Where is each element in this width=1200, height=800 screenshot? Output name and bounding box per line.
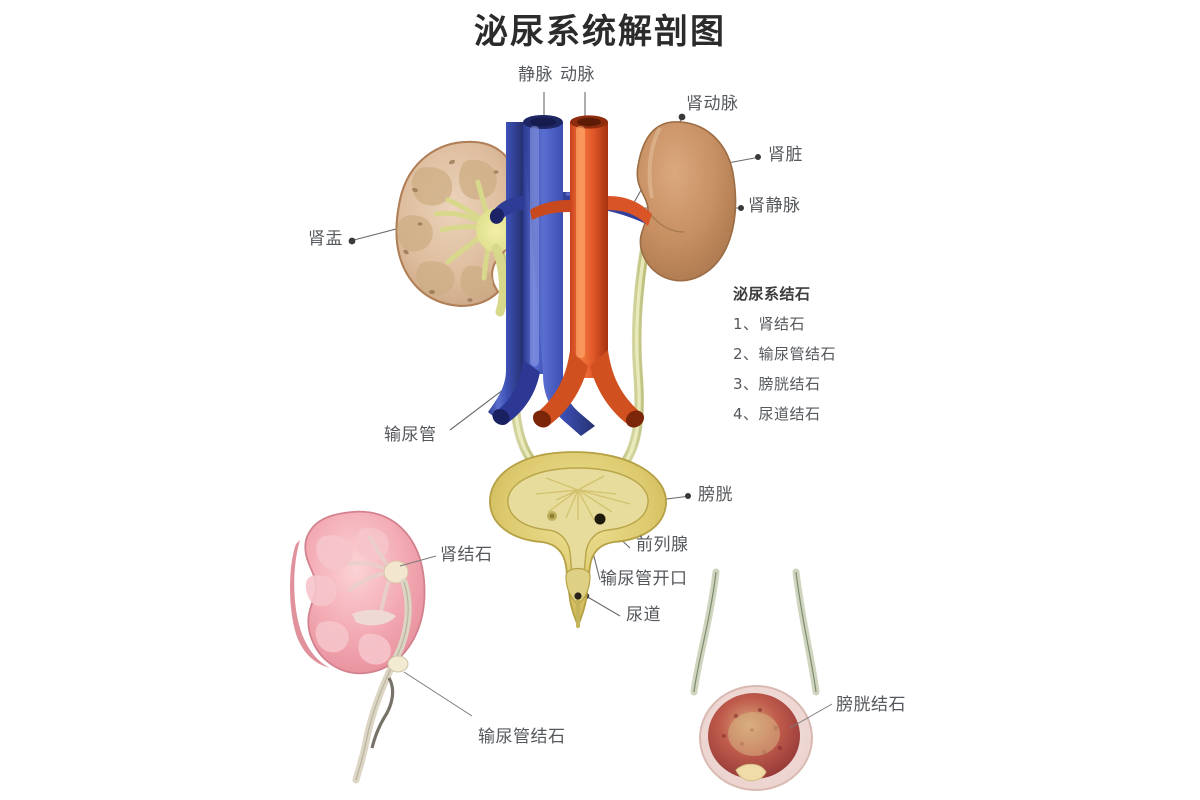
bladder-main bbox=[489, 451, 667, 629]
label-prostate: 前列腺 bbox=[636, 535, 689, 555]
label-kidney-stone: 肾结石 bbox=[440, 545, 493, 565]
stone-list-item: 1、肾结石 bbox=[733, 315, 806, 333]
label-renal-vein: 肾静脉 bbox=[748, 196, 801, 216]
abdominal-aorta bbox=[530, 115, 652, 428]
label-bladder-stone: 膀胱结石 bbox=[836, 695, 906, 715]
label-vein: 静脉 bbox=[518, 65, 553, 85]
stone-list-item: 2、输尿管结石 bbox=[733, 345, 837, 363]
page-title: 泌尿系统解剖图 bbox=[474, 12, 726, 52]
label-ureteral-orifice: 输尿管开口 bbox=[600, 569, 688, 589]
label-artery: 动脉 bbox=[560, 65, 595, 85]
label-renal-artery: 肾动脉 bbox=[686, 94, 739, 114]
kidney-whole-right bbox=[636, 121, 737, 282]
kidney-sectioned-left bbox=[395, 140, 522, 317]
label-bladder: 膀胱 bbox=[698, 485, 733, 505]
label-kidney: 肾脏 bbox=[768, 145, 803, 165]
label-urethra: 尿道 bbox=[626, 605, 661, 625]
kidney-stone-specimen bbox=[290, 510, 473, 784]
label-renal-pelvis: 肾盂 bbox=[308, 229, 343, 249]
stone-list-item: 4、尿道结石 bbox=[733, 405, 821, 423]
label-ureter: 输尿管 bbox=[384, 425, 437, 445]
stone-types-list: 泌尿系结石 1、肾结石 2、输尿管结石 3、膀胱结石 4、尿道结石 bbox=[733, 283, 836, 433]
stone-list-item: 3、膀胱结石 bbox=[733, 375, 821, 393]
bladder-stone-specimen bbox=[690, 568, 833, 791]
stone-list-heading: 泌尿系结石 bbox=[733, 285, 811, 303]
label-ureteral-stone: 输尿管结石 bbox=[478, 727, 566, 747]
